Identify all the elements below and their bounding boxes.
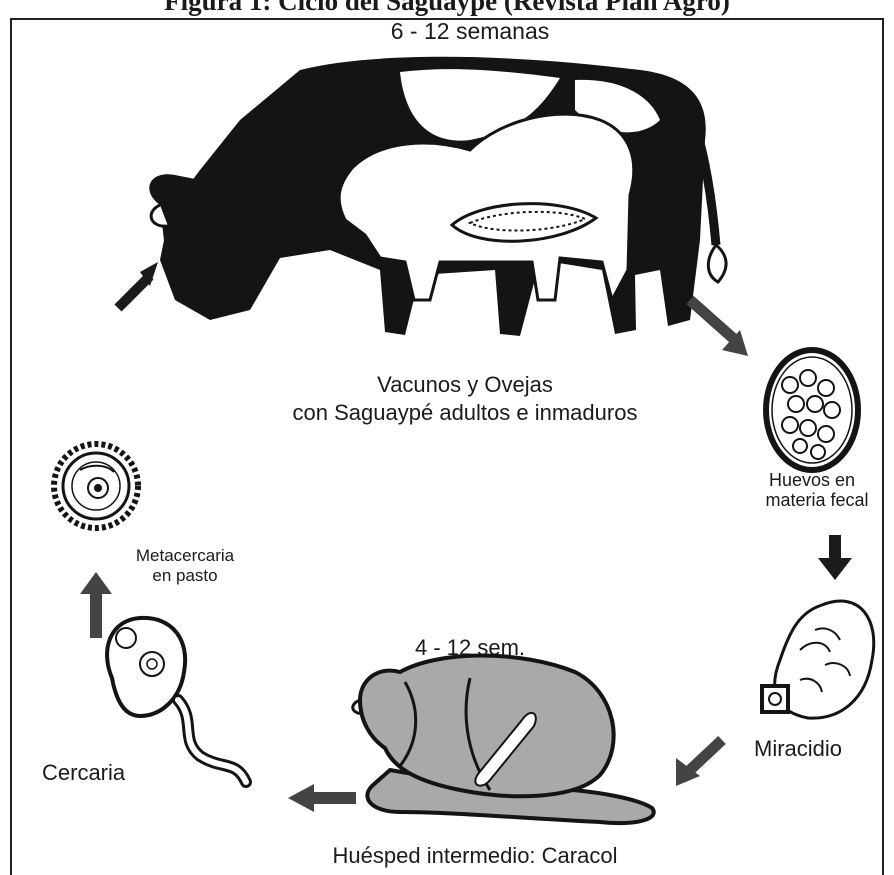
egg-illustration bbox=[766, 350, 858, 470]
host-label-line2: con Saguaypé adultos e inmaduros bbox=[250, 400, 680, 426]
miracidium-label: Miracidio bbox=[754, 736, 842, 762]
metacercaria-label-line2: en pasto bbox=[110, 566, 260, 586]
metacercaria-illustration bbox=[54, 444, 138, 528]
host-label-line1: Vacunos y Ovejas bbox=[250, 372, 680, 398]
metacercaria-label-line1: Metacercaria bbox=[110, 546, 260, 566]
arrow-into-host-icon bbox=[118, 262, 158, 308]
arrow-eggs-to-miracidium-icon bbox=[818, 535, 852, 580]
cercaria-label: Cercaria bbox=[42, 760, 125, 786]
cercaria-illustration bbox=[107, 618, 246, 782]
miracidium-illustration bbox=[762, 601, 874, 718]
arrow-miracidium-to-snail-icon bbox=[676, 740, 722, 786]
arrow-host-to-eggs-icon bbox=[690, 300, 748, 356]
cow-sheep-illustration bbox=[149, 57, 726, 336]
snail-time-label: 4 - 12 sem. bbox=[370, 635, 570, 661]
host-time-label: 6 - 12 semanas bbox=[340, 18, 600, 45]
arrow-snail-to-cercaria-icon bbox=[288, 784, 356, 812]
eggs-label-line1: Huevos en bbox=[752, 470, 872, 490]
eggs-label-line2: materia fecal bbox=[752, 490, 882, 510]
arrow-cercaria-to-metacercaria-icon bbox=[80, 572, 112, 638]
snail-illustration bbox=[353, 656, 654, 824]
snail-label: Huésped intermedio: Caracol bbox=[290, 843, 660, 869]
